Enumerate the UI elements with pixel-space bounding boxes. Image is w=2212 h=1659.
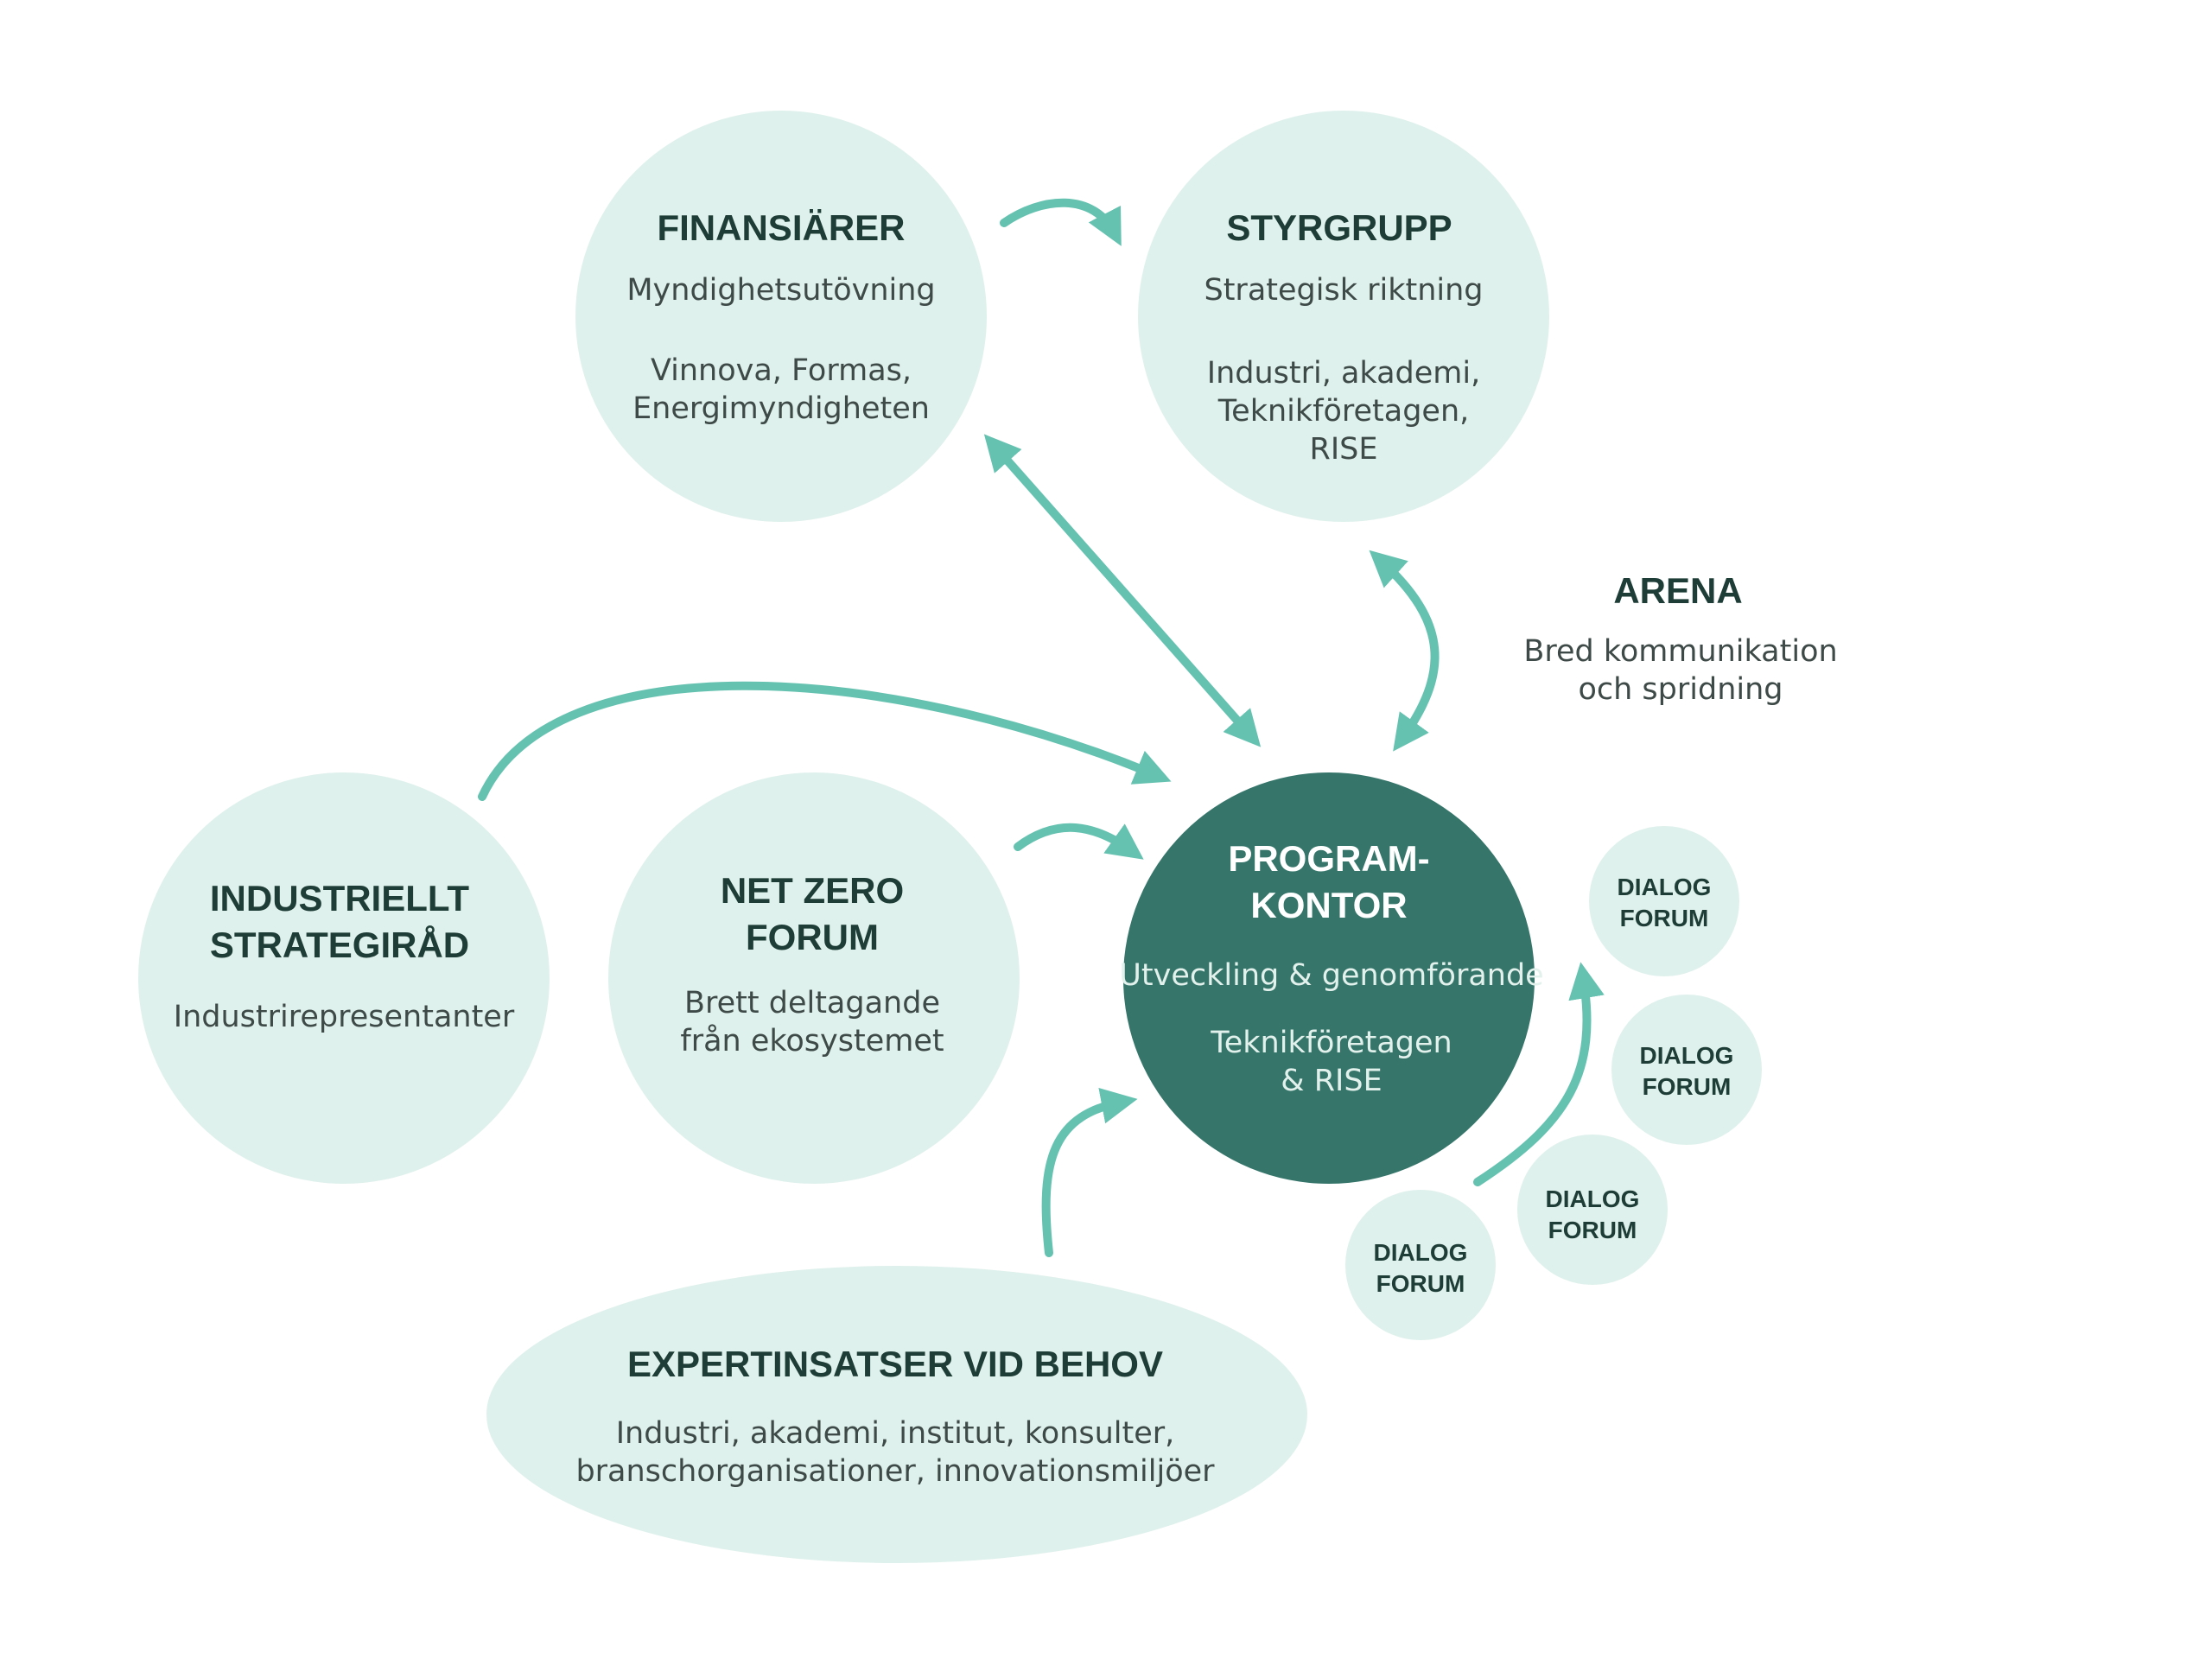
arrow-expert-to-programkontor [1041,1088,1138,1257]
styrgrupp-role: Strategisk riktning [1204,273,1483,308]
programkontor-members-line2: & RISE [1281,1064,1382,1098]
dialog-forum-3-line1: DIALOG [1546,1185,1640,1212]
netzero-title-line2: FORUM [746,917,879,957]
styrgrupp-members-line3: RISE [1310,432,1378,467]
arrow-dialog-to-programkontor [1473,962,1605,1186]
expertinsatser-node [486,1266,1307,1563]
finansiarer-node [575,111,987,522]
dialog-forum-node-1 [1589,826,1739,976]
industriellt-strategirad-node [138,772,550,1184]
netzero-line1: Brett deltagande [684,986,940,1020]
industriellt-title-line2: STRATEGIRÅD [210,925,469,965]
dialog-forum-2-line2: FORUM [1643,1073,1732,1100]
netzero-line2: från ekosystemet [680,1023,944,1058]
styrgrupp-members-line1: Industri, akademi, [1207,356,1480,391]
finansiarer-title: FINANSIÄRER [657,207,905,248]
expert-line2: branschorganisationer, innovationsmiljöe… [575,1454,1215,1489]
arena-title: ARENA [1613,570,1742,611]
arrow-styrgrupp-programkontor [1369,550,1440,752]
dialog-forum-node-4 [1345,1190,1496,1340]
programkontor-role: Utveckling & genomförande [1119,958,1543,993]
arena-line1: Bred kommunikation [1523,634,1837,669]
programkontor-title-line1: PROGRAM- [1228,838,1429,879]
finansiarer-members-line1: Vinnova, Formas, [651,353,912,388]
dialog-forum-4-line2: FORUM [1376,1270,1465,1297]
programkontor-node [1123,772,1535,1184]
styrgrupp-node [1138,111,1549,522]
styrgrupp-members-line2: Teknikföretagen, [1217,394,1470,429]
netzero-title-line1: NET ZERO [721,870,904,911]
arrow-industriellt-to-programkontor [478,681,1172,801]
programkontor-members-line1: Teknikföretagen [1210,1026,1452,1060]
arrow-finansiarer-programkontor [983,434,1262,747]
finansiarer-members-line2: Energimyndigheten [632,391,930,426]
industriellt-title-line1: INDUSTRIELLT [210,878,470,918]
net-zero-forum-node [608,772,1020,1184]
expert-line1: Industri, akademi, institut, konsulter, [616,1416,1175,1451]
dialog-forum-4-line1: DIALOG [1374,1239,1468,1266]
expert-title: EXPERTINSATSER VID BEHOV [627,1344,1163,1384]
dialog-forum-2-line1: DIALOG [1640,1042,1734,1069]
styrgrupp-title: STYRGRUPP [1226,207,1452,248]
dialog-forum-node-3 [1517,1135,1668,1285]
arrow-netzero-to-programkontor [1014,823,1144,860]
dialog-forum-node-2 [1611,995,1762,1145]
dialog-forum-3-line2: FORUM [1548,1217,1637,1243]
arena-line2: och spridning [1578,672,1783,707]
dialog-forum-1-line1: DIALOG [1618,874,1712,900]
dialog-forum-1-line2: FORUM [1620,905,1709,931]
programkontor-title-line2: KONTOR [1250,885,1407,925]
industriellt-role: Industrirepresentanter [174,1000,515,1034]
finansiarer-role: Myndighetsutövning [626,273,935,308]
arrow-finansiarer-to-styrgrupp [1000,198,1122,246]
